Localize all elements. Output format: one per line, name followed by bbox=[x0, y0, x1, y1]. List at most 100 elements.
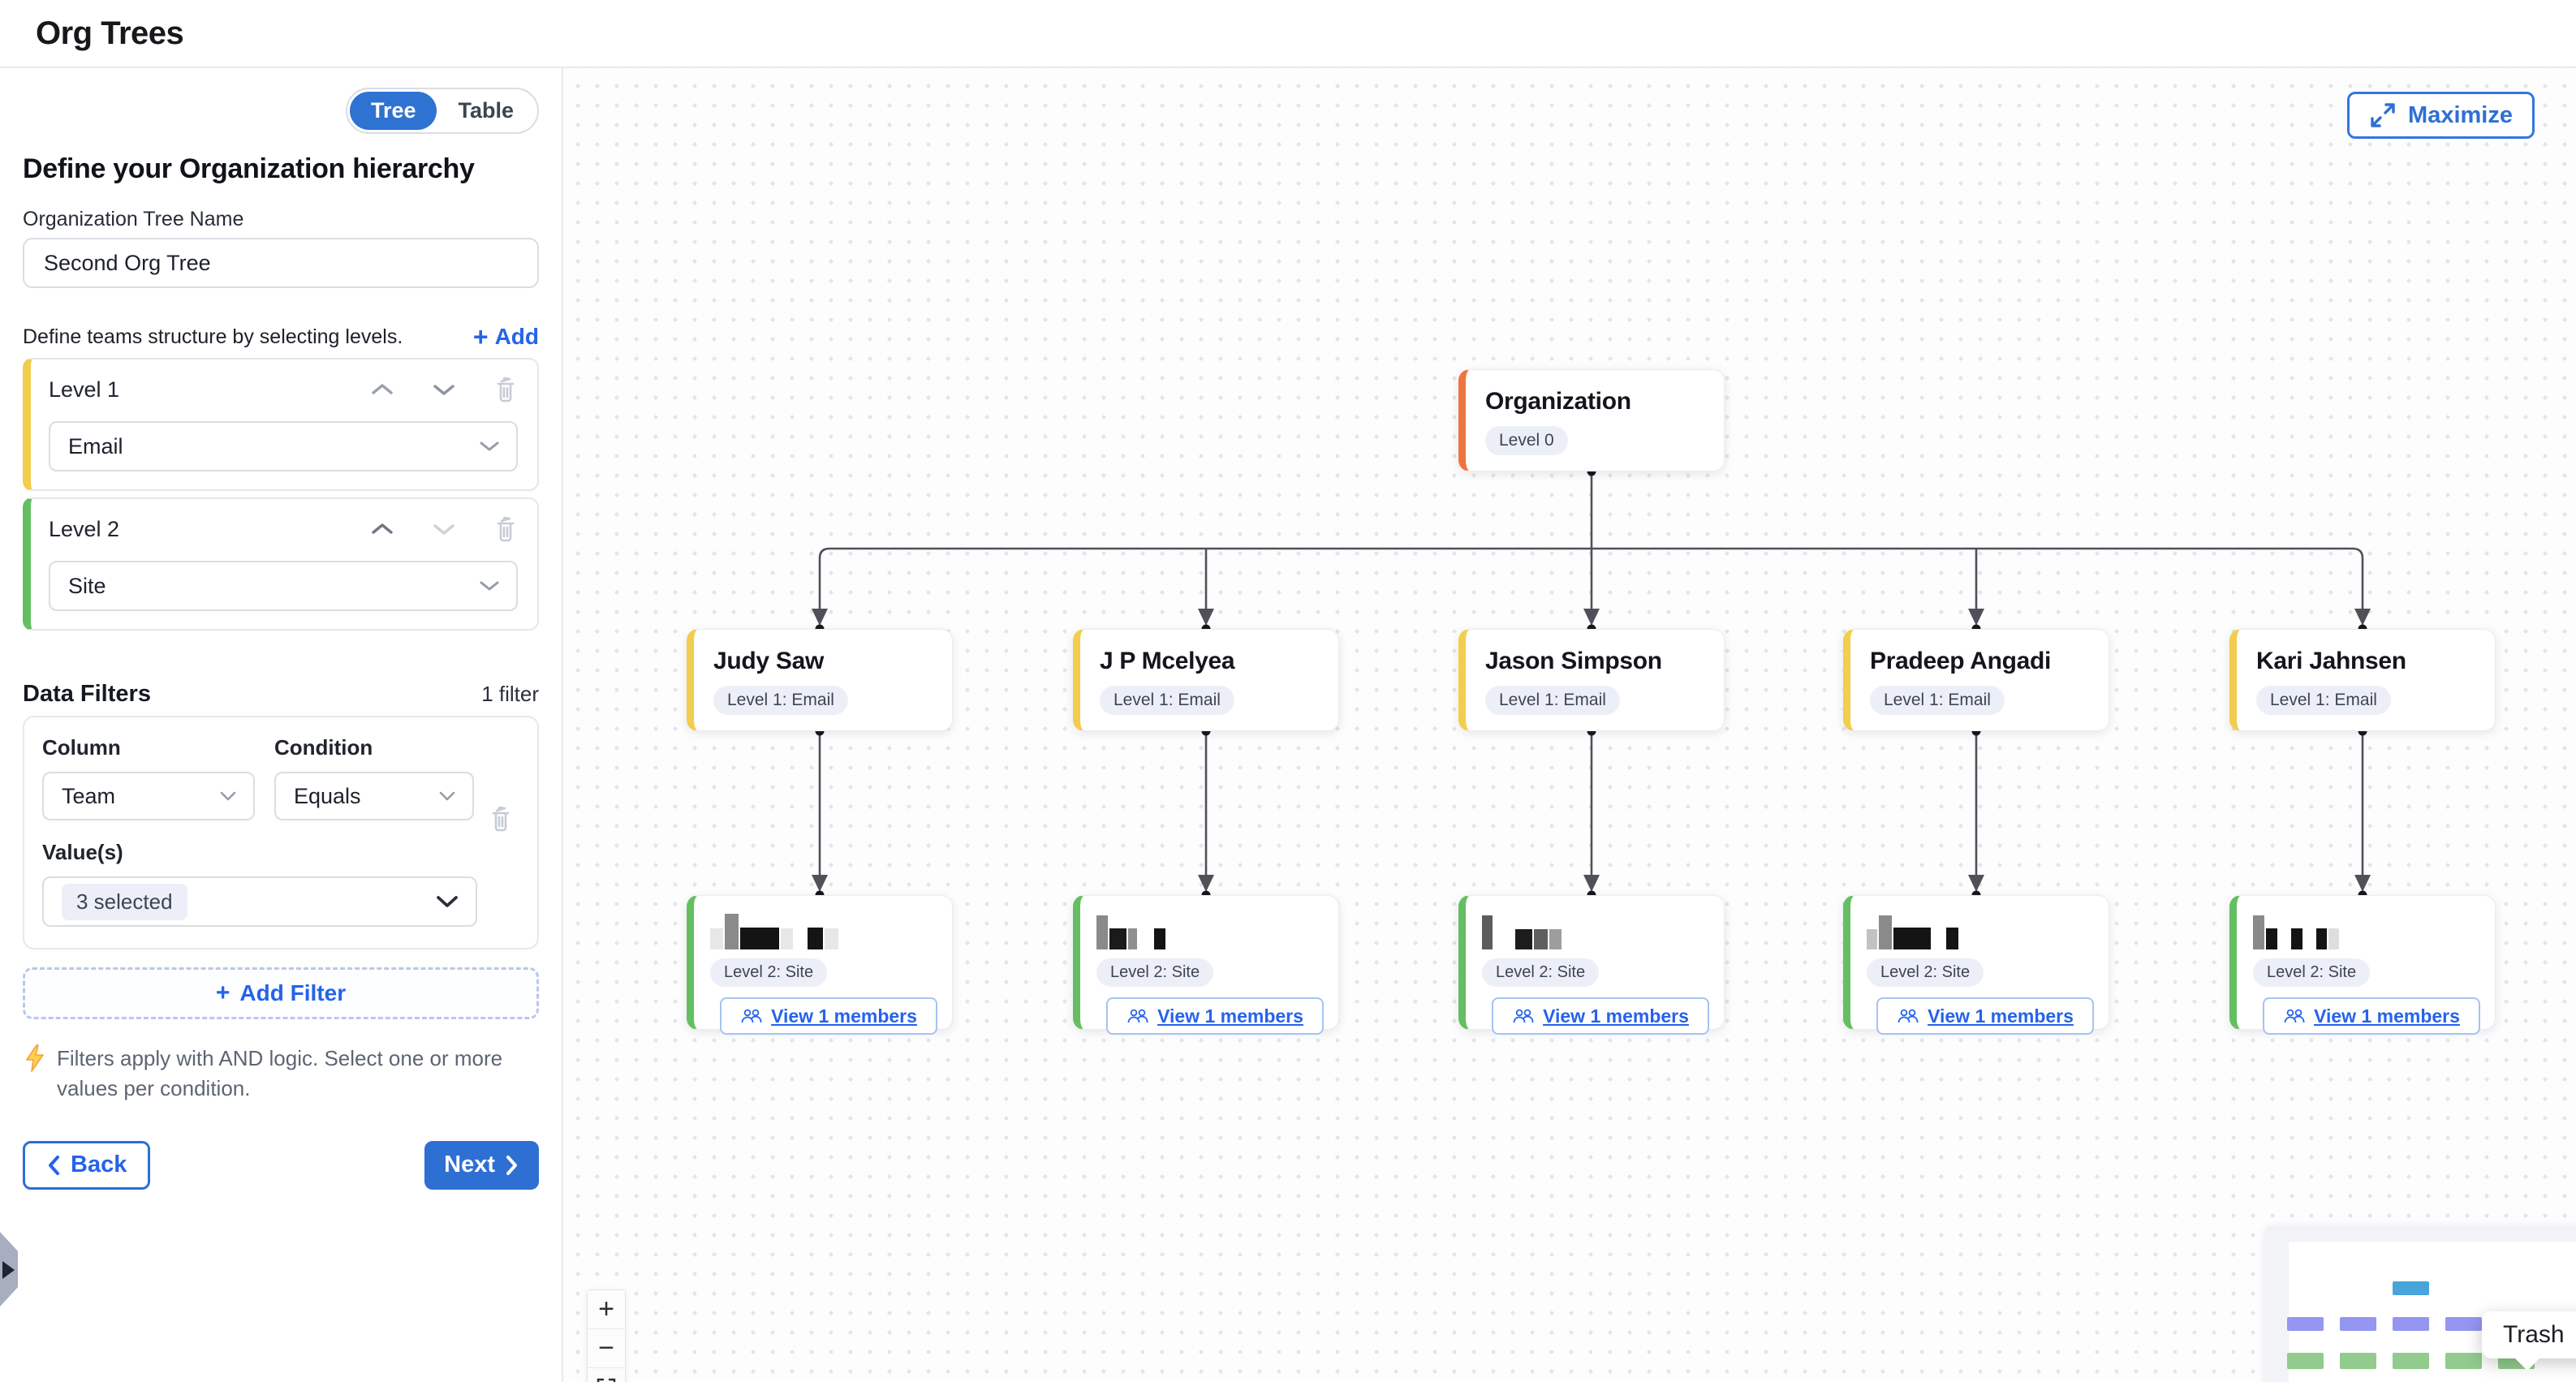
move-up-icon[interactable] bbox=[370, 382, 394, 397]
trash-tooltip: Trash bbox=[2482, 1311, 2576, 1358]
org-node-level1[interactable]: Pradeep Angadi Level 1: Email bbox=[1843, 629, 2109, 731]
minimap-level2-node bbox=[2287, 1353, 2324, 1369]
trash-tooltip-label: Trash bbox=[2503, 1321, 2565, 1348]
org-node-level2[interactable]: Level 2: Site View 1 members bbox=[1073, 895, 1339, 1035]
remove-filter-trash-icon[interactable] bbox=[489, 805, 513, 833]
view-members-label: View 1 members bbox=[1928, 1005, 2074, 1027]
data-filters-header: Data Filters 1 filter bbox=[23, 681, 539, 708]
org-tree-canvas[interactable]: Maximize bbox=[563, 68, 2576, 1382]
back-button[interactable]: Back bbox=[23, 1140, 151, 1190]
level-badge: Level 2: Site bbox=[1482, 958, 1600, 987]
filter-count: 1 filter bbox=[481, 682, 539, 706]
level-badge: Level 1: Email bbox=[713, 686, 848, 715]
members-icon bbox=[1898, 1009, 1919, 1023]
level-1-value: Email bbox=[68, 433, 123, 459]
level-2-select[interactable]: Site bbox=[49, 561, 518, 611]
back-label: Back bbox=[71, 1152, 127, 1178]
chevron-right-icon bbox=[506, 1155, 517, 1175]
org-node-level2[interactable]: Level 2: Site View 1 members bbox=[1458, 895, 1725, 1035]
values-select[interactable]: 3 selected bbox=[42, 876, 477, 927]
chevron-left-icon bbox=[49, 1155, 59, 1175]
level-badge: Level 1: Email bbox=[1100, 686, 1234, 715]
org-node-level2[interactable]: Level 2: Site View 1 members bbox=[687, 895, 953, 1035]
plus-icon: + bbox=[472, 322, 489, 351]
minimap-level1-node bbox=[2445, 1317, 2482, 1331]
node-title: Pradeep Angadi bbox=[1870, 648, 2052, 674]
level-badge: Level 1: Email bbox=[1485, 686, 1620, 715]
view-members-button[interactable]: View 1 members bbox=[1876, 997, 2094, 1035]
view-members-button[interactable]: View 1 members bbox=[720, 997, 937, 1035]
redacted-name bbox=[1867, 912, 2091, 949]
members-icon bbox=[2284, 1009, 2305, 1023]
node-title: Judy Saw bbox=[713, 648, 824, 674]
maximize-button[interactable]: Maximize bbox=[2347, 92, 2535, 139]
sidebar-collapse-handle[interactable] bbox=[0, 1232, 18, 1307]
node-title: J P Mcelyea bbox=[1100, 648, 1235, 674]
column-label: Column bbox=[42, 735, 121, 760]
page-header: Org Trees bbox=[0, 0, 2576, 68]
level-2-value: Site bbox=[68, 573, 106, 598]
view-members-button[interactable]: View 1 members bbox=[1106, 997, 1324, 1035]
node-title: Kari Jahnsen bbox=[2256, 648, 2406, 674]
view-members-button[interactable]: View 1 members bbox=[1492, 997, 1709, 1035]
config-sidebar: Tree Table Define your Organization hier… bbox=[0, 68, 563, 1382]
next-button[interactable]: Next bbox=[424, 1140, 539, 1190]
redacted-name bbox=[1482, 912, 1706, 949]
view-members-button[interactable]: View 1 members bbox=[2263, 997, 2480, 1035]
zoom-in-button[interactable]: + bbox=[588, 1290, 625, 1329]
view-members-label: View 1 members bbox=[1157, 1005, 1303, 1027]
node-title: Jason Simpson bbox=[1485, 648, 1662, 674]
lightning-icon bbox=[23, 1044, 47, 1077]
move-down-icon[interactable] bbox=[432, 382, 456, 397]
move-up-icon[interactable] bbox=[370, 522, 394, 536]
level-card-1: Level 1 Email bbox=[23, 358, 539, 491]
level-badge: Level 2: Site bbox=[2253, 958, 2371, 987]
level-badge: Level 1: Email bbox=[2256, 686, 2391, 715]
add-level-button[interactable]: + Add bbox=[473, 324, 539, 350]
toggle-table[interactable]: Table bbox=[458, 98, 514, 123]
condition-value: Equals bbox=[294, 783, 361, 808]
tree-name-label: Organization Tree Name bbox=[23, 208, 244, 230]
teams-structure-hint: Define teams structure by selecting leve… bbox=[23, 325, 403, 348]
org-node-level2[interactable]: Level 2: Site View 1 members bbox=[1843, 895, 2109, 1035]
minimap-level2-node bbox=[2393, 1353, 2429, 1369]
condition-select[interactable]: Equals bbox=[274, 772, 474, 820]
minimap-level2-node bbox=[2445, 1353, 2482, 1369]
org-node-level1[interactable]: J P Mcelyea Level 1: Email bbox=[1073, 629, 1339, 731]
level-badge: Level 2: Site bbox=[1096, 958, 1214, 987]
selected-count-chip: 3 selected bbox=[62, 883, 187, 920]
view-members-label: View 1 members bbox=[771, 1005, 917, 1027]
plus-icon: + bbox=[215, 979, 230, 1006]
zoom-out-button[interactable]: − bbox=[588, 1329, 625, 1368]
redacted-name bbox=[710, 912, 934, 949]
redacted-name bbox=[2253, 912, 2477, 949]
redacted-name bbox=[1096, 912, 1320, 949]
tree-name-input[interactable] bbox=[23, 238, 539, 288]
expand-arrow-icon bbox=[2, 1261, 15, 1279]
org-node-root[interactable]: Organization Level 0 bbox=[1458, 369, 1725, 471]
move-down-icon[interactable] bbox=[432, 522, 456, 536]
org-node-level1[interactable]: Kari Jahnsen Level 1: Email bbox=[2229, 629, 2496, 731]
node-title: Organization bbox=[1485, 388, 1631, 415]
toggle-tree[interactable]: Tree bbox=[349, 92, 437, 130]
trash-icon[interactable] bbox=[493, 515, 518, 543]
org-node-level1[interactable]: Judy Saw Level 1: Email bbox=[687, 629, 953, 731]
level-1-select[interactable]: Email bbox=[49, 421, 518, 471]
level-card-2: Level 2 Site bbox=[23, 497, 539, 631]
filter-card: Column Team Condition Equals bbox=[23, 716, 539, 949]
org-node-level2[interactable]: Level 2: Site View 1 members bbox=[2229, 895, 2496, 1035]
data-filters-title: Data Filters bbox=[23, 681, 151, 707]
fit-view-button[interactable] bbox=[588, 1368, 625, 1382]
trash-icon[interactable] bbox=[493, 376, 518, 403]
chevron-down-icon bbox=[219, 790, 237, 802]
members-icon bbox=[1127, 1009, 1148, 1023]
filters-note-text: Filters apply with AND logic. Select one… bbox=[57, 1046, 503, 1100]
chevron-down-icon bbox=[438, 790, 456, 802]
add-level-label: Add bbox=[494, 324, 539, 349]
org-node-level1[interactable]: Jason Simpson Level 1: Email bbox=[1458, 629, 1725, 731]
column-select[interactable]: Team bbox=[42, 772, 255, 820]
members-icon bbox=[741, 1009, 762, 1023]
view-toggle-row: Tree Table bbox=[23, 88, 539, 134]
add-filter-button[interactable]: + Add Filter bbox=[23, 967, 539, 1019]
level-badge: Level 2: Site bbox=[710, 958, 828, 987]
